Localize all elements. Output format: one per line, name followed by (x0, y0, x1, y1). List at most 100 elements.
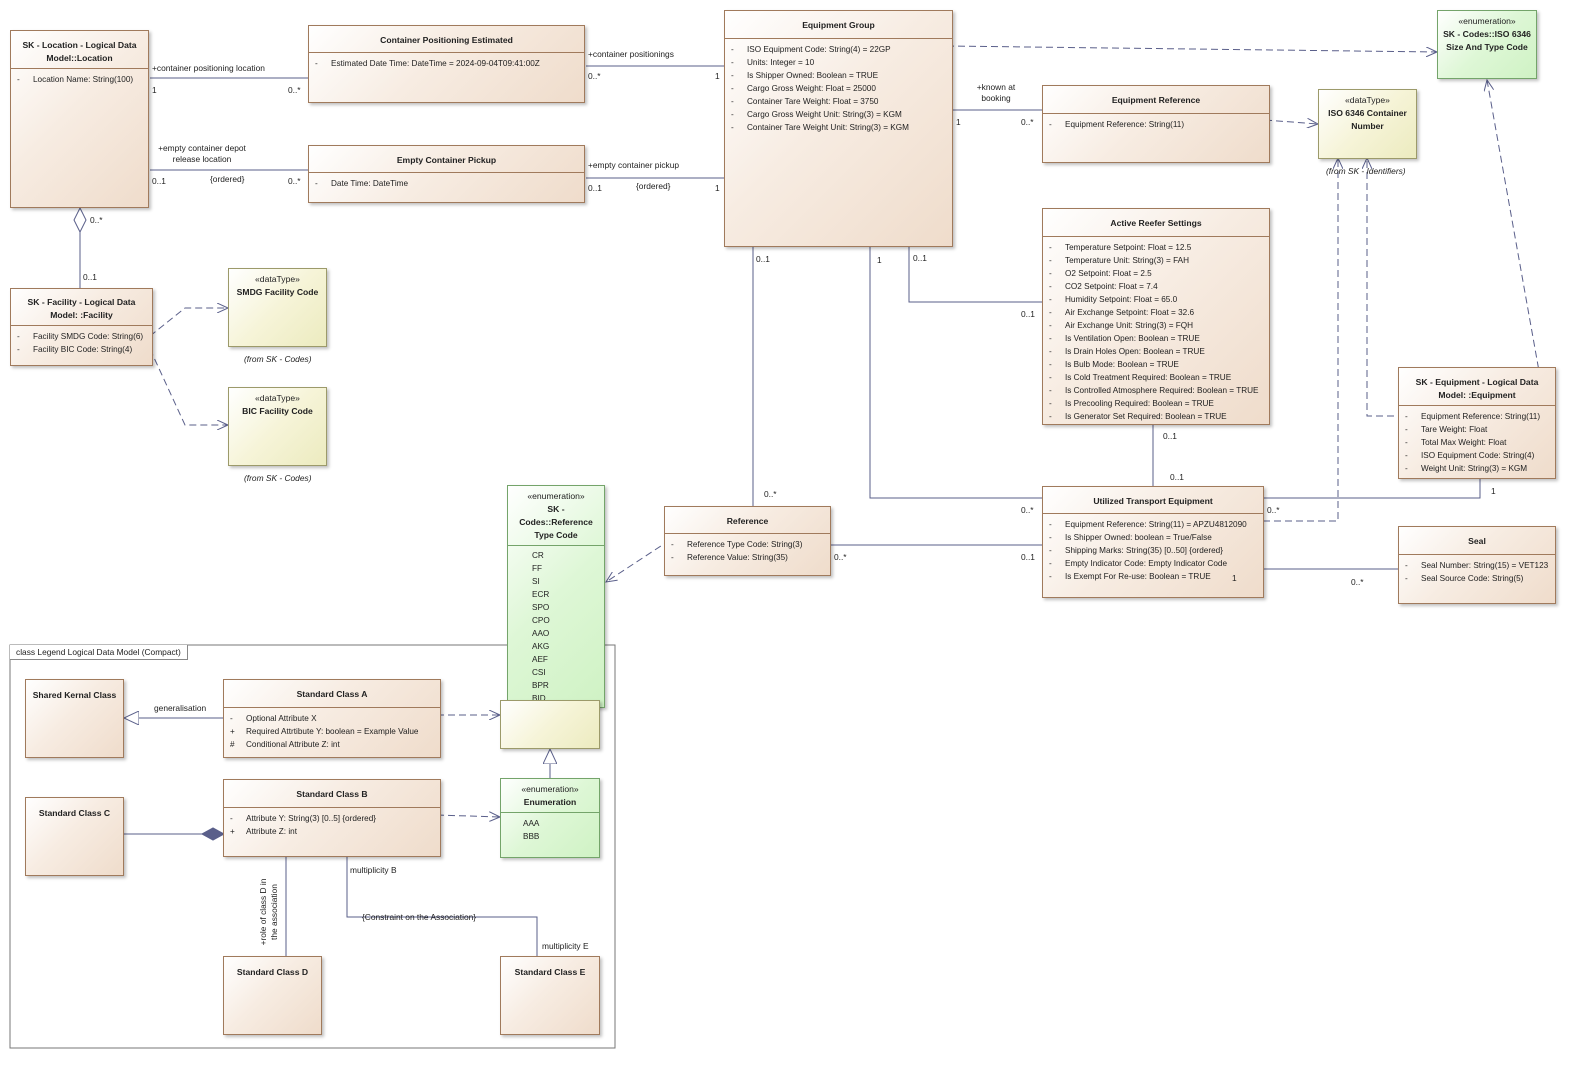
attribute: -Reference Type Code: String(3) (671, 540, 803, 549)
multiplicity-label: 0..* (764, 489, 777, 499)
multiplicity-label: 1 (877, 255, 882, 265)
role-label: +container positionings (588, 49, 674, 59)
legend-standard-class-a[interactable]: Standard Class A -Optional Attribute X +… (223, 679, 441, 758)
datatype-bic-facility-code[interactable]: «dataType»BIC Facility Code (228, 387, 327, 466)
attribute-list: -ISO Equipment Code: String(4) = 22GP -Un… (725, 38, 952, 136)
class-location[interactable]: SK - Location - Logical Data Model::Loca… (10, 30, 149, 208)
multiplicity-label: 0..1 (83, 272, 97, 282)
dep-eqref-to-container-number (1264, 120, 1318, 124)
class-empty-container-pickup[interactable]: Empty Container Pickup -Date Time: DateT… (308, 145, 585, 203)
multiplicity-label: 0..* (588, 71, 601, 81)
enum-literal: CSI (532, 668, 546, 677)
attribute: -ISO Equipment Code: String(4) = 22GP (731, 45, 891, 54)
class-facility[interactable]: SK - Facility - Logical Data Model: :Fac… (10, 288, 153, 366)
multiplicity-label: 1 (956, 117, 961, 127)
multiplicity-label: 0..1 (756, 254, 770, 264)
attribute: -Air Exchange Setpoint: Float = 32.6 (1049, 308, 1195, 317)
attribute-list: -Reference Type Code: String(3) -Referen… (665, 533, 830, 566)
datatype-smdg-facility-code[interactable]: «dataType»SMDG Facility Code (228, 268, 327, 347)
multiplicity-label: 0..* (90, 215, 103, 225)
attribute: -Estimated Date Time: DateTime = 2024-09… (315, 59, 540, 68)
assoc-group-ute (869, 247, 1043, 499)
dep-reference-to-type-code (606, 539, 671, 582)
legend-shared-kernal-class[interactable]: Shared Kernal Class (25, 679, 124, 758)
legend-standard-class-c[interactable]: Standard Class C (25, 797, 124, 876)
attribute: -CO2 Setpoint: Float = 7.4 (1049, 282, 1158, 291)
dep-iso-code-to-size-type (946, 45, 1437, 52)
attribute: -Seal Source Code: String(5) (1405, 574, 1524, 583)
enum-literal: FF (532, 564, 543, 573)
class-active-reefer-settings[interactable]: Active Reefer Settings -Temperature Setp… (1042, 208, 1270, 425)
legend-standard-class-e[interactable]: Standard Class E (500, 956, 600, 1035)
dep-ute-to-container-number (1263, 158, 1338, 522)
class-title: Standard Class A (296, 689, 368, 699)
generalisation-label: generalisation (154, 703, 207, 713)
class-title: SK - Location - Logical Data Model::Loca… (22, 40, 137, 63)
multiplicity-label: 0..* (288, 176, 301, 186)
enum-literal: AAA (523, 819, 540, 828)
attribute: -Facility SMDG Code: String(6) (17, 332, 144, 341)
class-title: Standard Class C (38, 808, 111, 818)
attribute-list: -Estimated Date Time: DateTime = 2024-09… (309, 52, 584, 72)
class-title: Equipment Group (802, 20, 875, 30)
attribute: -Equipment Reference: String(11) (1049, 120, 1185, 129)
multiplicity-label: 0..* (834, 552, 847, 562)
class-title: Seal (1468, 536, 1486, 546)
class-title: SK - Equipment - Logical Data Model: :Eq… (1415, 377, 1539, 400)
attribute: -Humidity Setpoint: Float = 65.0 (1049, 295, 1178, 304)
class-equipment-reference[interactable]: Equipment Reference -Equipment Reference… (1042, 85, 1270, 163)
role-label: +empty container pickup (588, 160, 680, 170)
from-package-label: (from SK - Identifiers) (1326, 166, 1406, 176)
multiplicity-label: 0..1 (1021, 552, 1035, 562)
enum-literal: SI (532, 577, 540, 586)
legend-datatype-box[interactable] (500, 700, 600, 749)
legend-standard-class-d[interactable]: Standard Class D (223, 956, 322, 1035)
multiplicity-label: 1 (152, 85, 157, 95)
class-title: «enumeration»SK - Codes::Reference Type … (519, 491, 593, 540)
class-sk-equipment[interactable]: SK - Equipment - Logical Data Model: :Eq… (1398, 367, 1556, 479)
attribute: -Is Drain Holes Open: Boolean = TRUE (1049, 347, 1205, 356)
enum-literal: AAO (532, 629, 550, 638)
multiplicity-label: 0..1 (1163, 431, 1177, 441)
attribute: -Is Exempt For Re-use: Boolean = TRUE (1049, 572, 1211, 581)
multiplicity-label: 0..* (288, 85, 301, 95)
datatype-iso-container-number[interactable]: «dataType»ISO 6346 Container Number (1318, 89, 1417, 159)
attribute-list: -Location Name: String(100) (11, 68, 148, 88)
class-equipment-group[interactable]: Equipment Group -ISO Equipment Code: Str… (724, 10, 953, 247)
multiplicity-label: 1 (1232, 573, 1237, 583)
class-reference[interactable]: Reference -Reference Type Code: String(3… (664, 506, 831, 576)
enum-literal: BPR (532, 681, 549, 690)
multiplicity-label: 0..1 (913, 253, 927, 263)
attribute: -Air Exchange Unit: String(3) = FQH (1049, 321, 1194, 330)
attribute: -Temperature Setpoint: Float = 12.5 (1049, 243, 1192, 252)
legend-enumeration[interactable]: «enumeration»Enumeration AAA BBB (500, 778, 600, 858)
legend-standard-class-b[interactable]: Standard Class B -Attribute Y: String(3)… (223, 779, 441, 857)
enumeration-reference-type-code[interactable]: «enumeration»SK - Codes::Reference Type … (507, 485, 605, 716)
class-title: Equipment Reference (1111, 95, 1201, 105)
multiplicity-label: 0..* (1021, 505, 1034, 515)
attribute: -Tare Weight: Float (1405, 425, 1488, 434)
attribute: -Empty Indicator Code: Empty Indicator C… (1049, 559, 1228, 568)
class-title: «dataType»SMDG Facility Code (236, 274, 319, 297)
class-seal[interactable]: Seal -Seal Number: String(15) = VET123 -… (1398, 526, 1556, 604)
class-utilized-transport-equipment[interactable]: Utilized Transport Equipment -Equipment … (1042, 486, 1264, 598)
attribute: -Shipping Marks: String(35) [0..50] {ord… (1049, 546, 1223, 555)
enum-literal: ECR (532, 590, 550, 599)
legend-assoc-e (346, 857, 538, 957)
enumeration-iso-size-type-code[interactable]: «enumeration»SK - Codes::ISO 6346 Size A… (1437, 10, 1537, 79)
class-title: «enumeration»Enumeration (521, 784, 579, 807)
attribute-list: -Optional Attribute X +Required Attrtibu… (224, 707, 440, 753)
multiplicity-label: 1 (715, 183, 720, 193)
dep-bic (149, 348, 228, 425)
class-title: Active Reefer Settings (1110, 218, 1202, 228)
class-container-positioning-estimated[interactable]: Container Positioning Estimated -Estimat… (308, 25, 585, 103)
attribute: -Cargo Gross Weight: Float = 25000 (731, 84, 876, 93)
attribute-list: -Temperature Setpoint: Float = 12.5-Temp… (1043, 236, 1269, 425)
legend-frame (9, 644, 616, 1049)
attribute: -Is Cold Treatment Required: Boolean = T… (1049, 373, 1232, 382)
class-title: Container Positioning Estimated (380, 35, 513, 45)
attribute: -Units: Integer = 10 (731, 58, 815, 67)
